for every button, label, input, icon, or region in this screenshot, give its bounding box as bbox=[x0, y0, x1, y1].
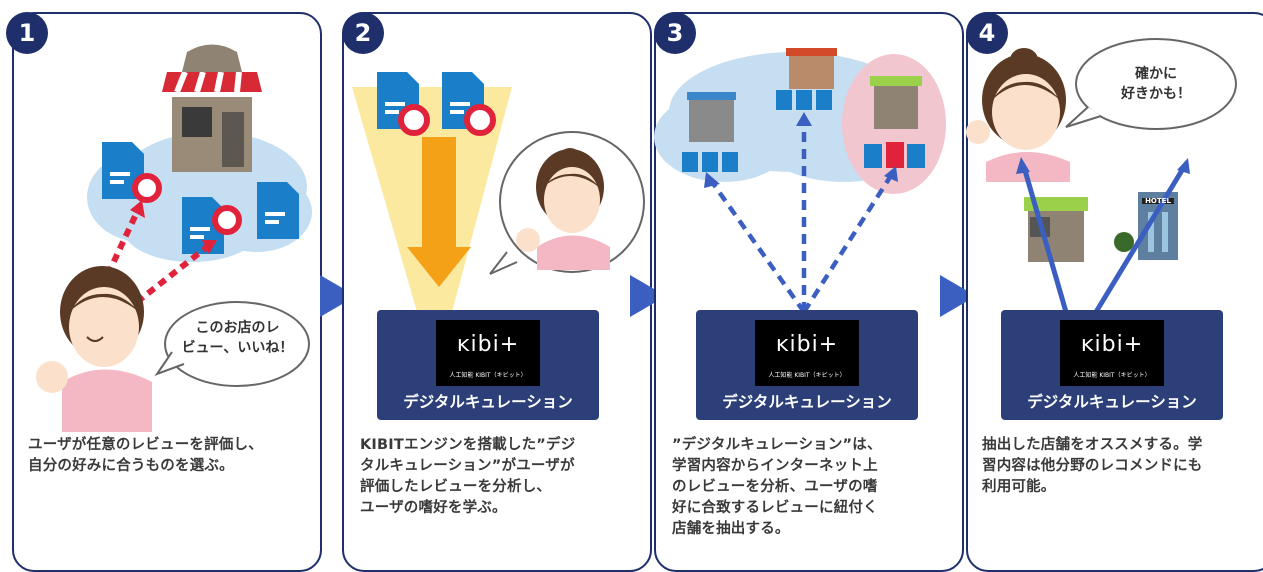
kibit-logo-subtitle: 人工知能 KIBIT（キビット） bbox=[1073, 372, 1151, 379]
step-badge-3: 3 bbox=[654, 12, 696, 54]
engine-label: デジタルキュレーション bbox=[403, 393, 573, 411]
speech-bubble-text: このお店のレ ビュー、いいね！ bbox=[181, 320, 294, 356]
next-step-arrow bbox=[940, 275, 976, 317]
step1-illustration bbox=[36, 44, 312, 432]
engine-box: ĸibi+ 人工知能 KIBIT（キビット） デジタルキュレーション bbox=[696, 310, 918, 420]
hotel-sign: HOTEL bbox=[1145, 197, 1171, 205]
down-arrow bbox=[407, 137, 471, 287]
step2-illustration bbox=[352, 72, 645, 312]
arrow bbox=[1021, 165, 1187, 314]
woman-illustration bbox=[516, 148, 610, 270]
kibit-logo-text: ĸibi+ bbox=[775, 332, 839, 357]
step4-illustration bbox=[966, 38, 1237, 314]
kibit-logo-subtitle: 人工知能 KIBIT（キビット） bbox=[768, 372, 846, 379]
hotel-icon bbox=[1114, 192, 1178, 260]
kibit-logo-text: ĸibi+ bbox=[456, 332, 520, 357]
engine-label: デジタルキュレーション bbox=[1027, 393, 1197, 411]
dashed-arrow bbox=[710, 120, 894, 314]
shop-icon bbox=[687, 48, 922, 142]
next-step-arrow bbox=[320, 275, 356, 317]
kibit-logo: ĸibi+ 人工知能 KIBIT（キビット） bbox=[1060, 320, 1164, 386]
woman-illustration bbox=[36, 266, 152, 432]
kibit-logo: ĸibi+ 人工知能 KIBIT（キビット） bbox=[436, 320, 540, 386]
step-description-4: 抽出した店舗をオススメする。学 習内容は他分野のレコメンドにも 利用可能。 bbox=[982, 437, 1203, 495]
step-badge-4: 4 bbox=[966, 12, 1008, 54]
next-step-arrow bbox=[630, 275, 666, 317]
step-badge-1: 1 bbox=[6, 12, 48, 54]
step-badge-2: 2 bbox=[342, 12, 384, 54]
step-description-3: ”デジタルキュレーション”は、 学習内容からインターネット上 のレビューを分析、… bbox=[672, 437, 882, 537]
step-description-1: ユーザが任意のレビューを評価し、 自分の好みに合うものを選ぶ。 bbox=[28, 437, 263, 474]
engine-box: ĸibi+ 人工知能 KIBIT（キビット） デジタルキュレーション bbox=[1001, 310, 1223, 420]
like-mark bbox=[132, 173, 242, 235]
dotted-arrow bbox=[99, 210, 209, 305]
shop-icon bbox=[162, 44, 262, 172]
like-mark bbox=[398, 104, 496, 136]
woman-illustration bbox=[966, 48, 1070, 182]
document-icon bbox=[682, 90, 925, 172]
step-panel-1 bbox=[12, 12, 322, 572]
speech-bubble bbox=[1065, 38, 1237, 130]
engine-box: ĸibi+ 人工知能 KIBIT（キビット） デジタルキュレーション bbox=[377, 310, 599, 420]
speech-bubble-text: 確かに 好きかも！ bbox=[1121, 66, 1191, 102]
step-description-2: KIBITエンジンを搭載した”デジ タルキュレーション”がユーザが 評価したレビ… bbox=[360, 437, 576, 516]
kibit-logo-subtitle: 人工知能 KIBIT（キビット） bbox=[449, 372, 527, 379]
kibit-logo-text: ĸibi+ bbox=[1080, 332, 1144, 357]
step3-illustration bbox=[654, 48, 946, 314]
engine-label: デジタルキュレーション bbox=[722, 393, 892, 411]
speech-bubble bbox=[154, 301, 310, 387]
kibit-logo: ĸibi+ 人工知能 KIBIT（キビット） bbox=[755, 320, 859, 386]
document-icon-red bbox=[886, 142, 904, 168]
